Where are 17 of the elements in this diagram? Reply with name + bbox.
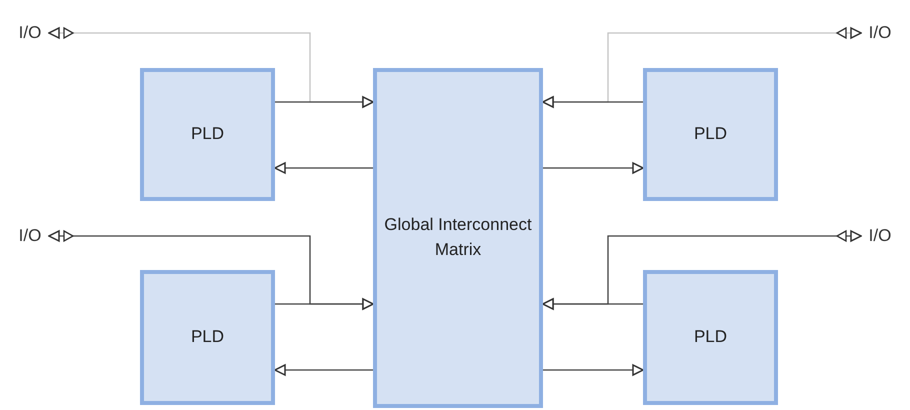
- matrix-block: Global Interconnect Matrix: [373, 68, 543, 408]
- pld-block: PLD: [643, 270, 778, 405]
- arrow: [274, 364, 373, 376]
- arrow: [274, 162, 373, 174]
- arrow: [543, 364, 644, 376]
- pld-block: PLD: [140, 68, 275, 201]
- arrow: [543, 162, 644, 174]
- arrow: [275, 96, 374, 108]
- pld-block: PLD: [140, 270, 275, 405]
- arrow: [542, 96, 643, 108]
- io-label: I/O: [862, 225, 898, 247]
- pld-block: PLD: [643, 68, 778, 201]
- arrow: [542, 298, 643, 310]
- io-label: I/O: [12, 225, 48, 247]
- io-label: I/O: [862, 22, 898, 44]
- io-label: I/O: [12, 22, 48, 44]
- arrow: [275, 298, 374, 310]
